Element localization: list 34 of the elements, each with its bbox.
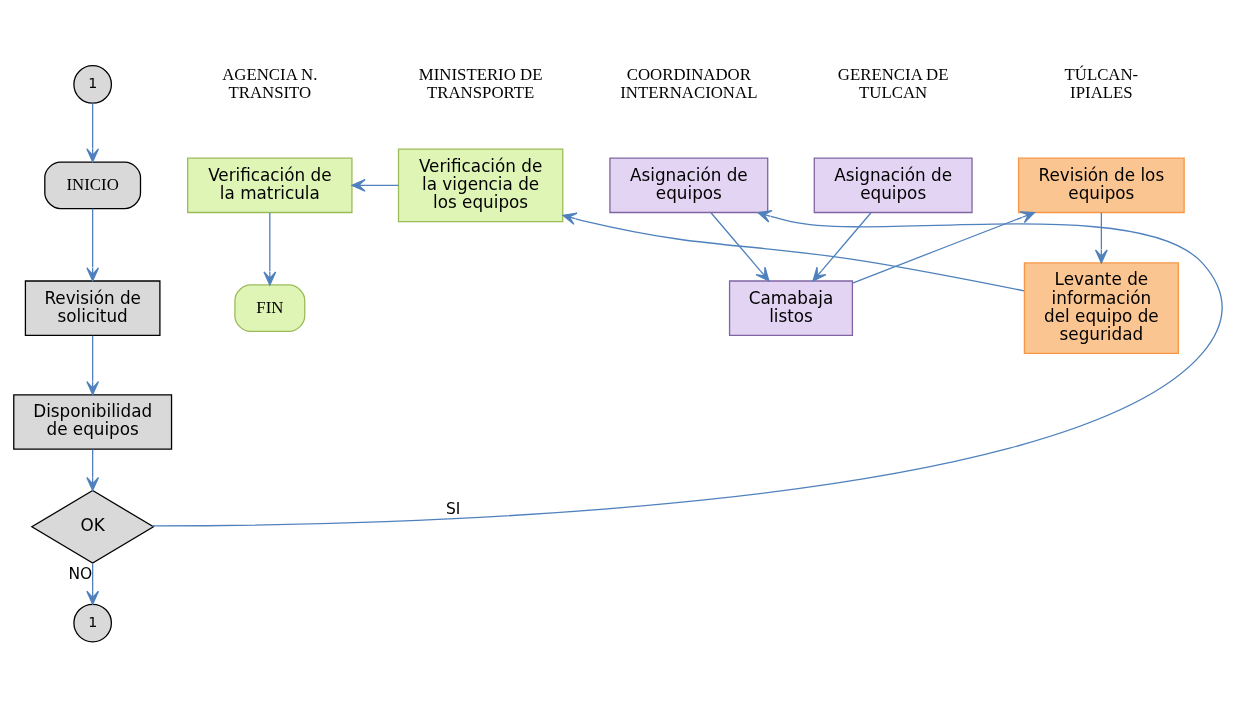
node-box: Asignación de equipos	[813, 157, 973, 213]
label: GERENCIA DE TULCAN	[837, 64, 949, 102]
node-box: INICIO	[44, 160, 142, 209]
label: COORDINADOR INTERNACIONAL	[620, 64, 758, 102]
node-box: Revisión de los equipos	[1017, 157, 1185, 213]
edge-label: SI	[445, 499, 461, 518]
node-box: Asignación de equipos	[609, 157, 769, 213]
node-circle: 1	[73, 64, 113, 104]
node-box: Levante de información del equipo de seguridad	[1023, 261, 1179, 354]
arrow	[86, 562, 100, 605]
arrow	[86, 102, 100, 162]
node-box: Verificación de la vigencia de los equipos	[397, 147, 564, 222]
label: MINISTERIO DE TRANSPORTE	[418, 64, 543, 102]
node-box: Revisión de solicitud	[24, 279, 161, 336]
node-box: Verificación de la matricula	[187, 157, 353, 213]
arrow	[263, 211, 277, 285]
label: TÚLCAN- IPIALES	[1064, 64, 1139, 102]
arrow	[151, 209, 1223, 526]
label: AGENCIA N. TRANSITO	[222, 64, 318, 102]
arrow	[562, 212, 1025, 291]
node-box: Camabaja listos	[728, 279, 854, 336]
arrow	[351, 178, 399, 192]
arrow	[812, 211, 872, 281]
node-diamond: OK	[30, 489, 155, 564]
arrow	[851, 210, 1036, 284]
node-box: FIN	[234, 283, 306, 332]
arrow	[86, 334, 100, 395]
arrow	[86, 448, 100, 491]
node-circle: 1	[73, 603, 113, 642]
arrow	[86, 207, 100, 281]
arrow	[710, 211, 770, 281]
node-box: Disponibilidad de equipos	[13, 393, 173, 450]
arrow	[1094, 211, 1108, 263]
edge-label: NO	[68, 564, 93, 583]
